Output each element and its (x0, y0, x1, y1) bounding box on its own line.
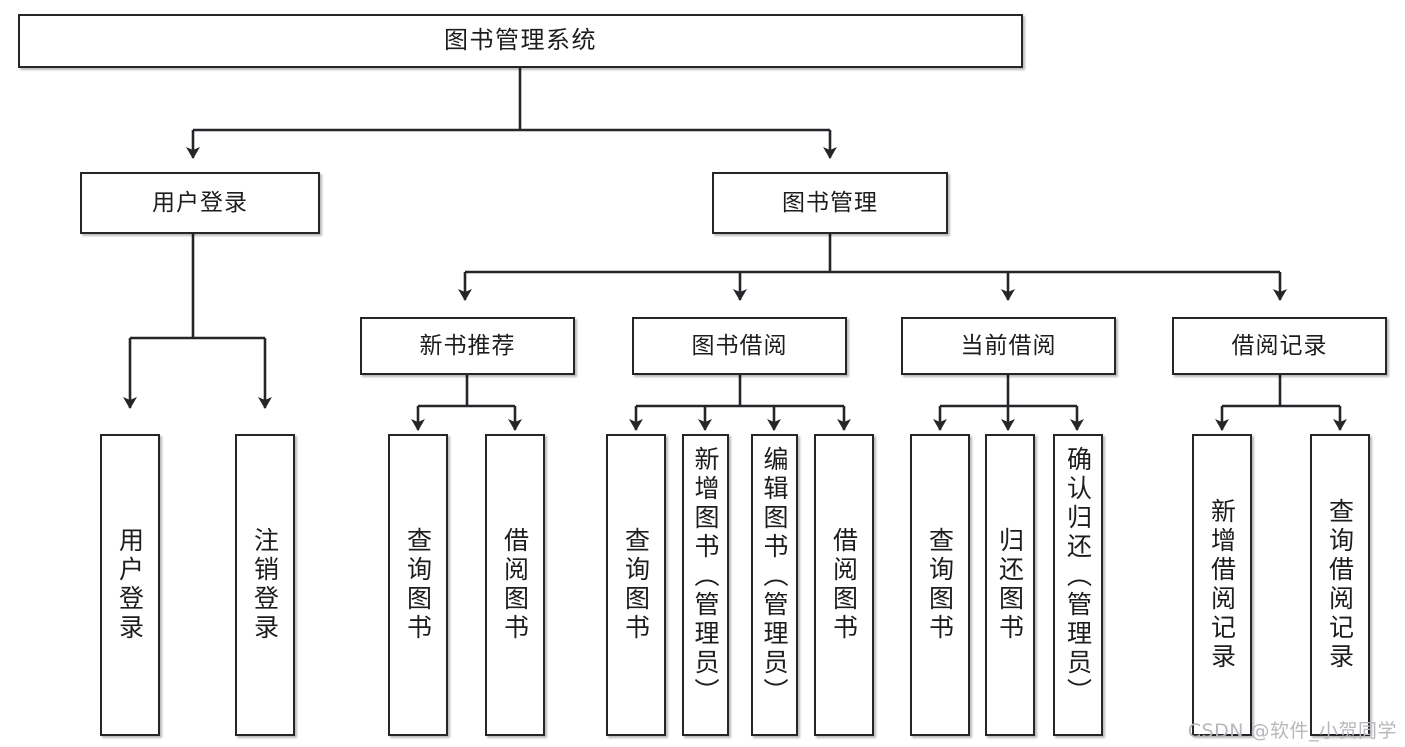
node-label: 图书借阅 (691, 332, 788, 359)
node-label: 编辑图书（管理员） (760, 446, 789, 707)
node-book-management[interactable]: 图书管理 (712, 172, 948, 234)
node-label: 用户登录 (152, 189, 248, 216)
node-label: 归还图书 (995, 527, 1025, 643)
node-leaf-edit-book-admin[interactable]: 编辑图书（管理员） (751, 434, 798, 736)
node-label: 新书推荐 (419, 332, 516, 359)
node-leaf-user-login[interactable]: 用户登录 (100, 434, 160, 736)
node-leaf-query-books-recommend[interactable]: 查询图书 (388, 434, 448, 736)
node-leaf-query-borrow-record[interactable]: 查询借阅记录 (1310, 434, 1370, 736)
node-label: 图书管理 (782, 189, 878, 216)
node-current-borrowing[interactable]: 当前借阅 (901, 317, 1116, 375)
node-leaf-return-books[interactable]: 归还图书 (985, 434, 1035, 736)
node-label: 查询图书 (403, 527, 433, 643)
node-book-borrowing[interactable]: 图书借阅 (632, 317, 847, 375)
node-label: 借阅记录 (1231, 332, 1328, 359)
node-leaf-query-books-borrow[interactable]: 查询图书 (606, 434, 666, 736)
node-label: 借阅图书 (829, 527, 859, 643)
node-label: 查询图书 (621, 527, 651, 643)
watermark-text: CSDN @软件_小贺同学 (1187, 720, 1397, 742)
node-label: 确认归还（管理员） (1063, 446, 1093, 707)
node-label: 用户登录 (115, 527, 145, 643)
node-label: 图书管理系统 (444, 26, 597, 55)
node-label: 新增借阅记录 (1207, 498, 1237, 672)
node-label: 查询图书 (925, 527, 955, 643)
node-leaf-borrow-books[interactable]: 借阅图书 (814, 434, 874, 736)
node-label: 当前借阅 (960, 332, 1057, 359)
node-label: 注销登录 (250, 527, 280, 643)
node-leaf-add-book-admin[interactable]: 新增图书（管理员） (682, 434, 729, 736)
node-user-login[interactable]: 用户登录 (80, 172, 320, 234)
node-label: 借阅图书 (500, 527, 530, 643)
node-root-book-management-system[interactable]: 图书管理系统 (18, 14, 1023, 68)
node-leaf-borrow-books-recommend[interactable]: 借阅图书 (485, 434, 545, 736)
node-new-book-recommendation[interactable]: 新书推荐 (360, 317, 575, 375)
node-leaf-logout[interactable]: 注销登录 (235, 434, 295, 736)
node-leaf-add-borrow-record[interactable]: 新增借阅记录 (1192, 434, 1252, 736)
node-leaf-query-books-current[interactable]: 查询图书 (910, 434, 970, 736)
node-label: 新增图书（管理员） (691, 446, 720, 707)
node-borrowing-records[interactable]: 借阅记录 (1172, 317, 1387, 375)
node-leaf-confirm-return-admin[interactable]: 确认归还（管理员） (1053, 434, 1103, 736)
node-label: 查询借阅记录 (1325, 498, 1355, 672)
